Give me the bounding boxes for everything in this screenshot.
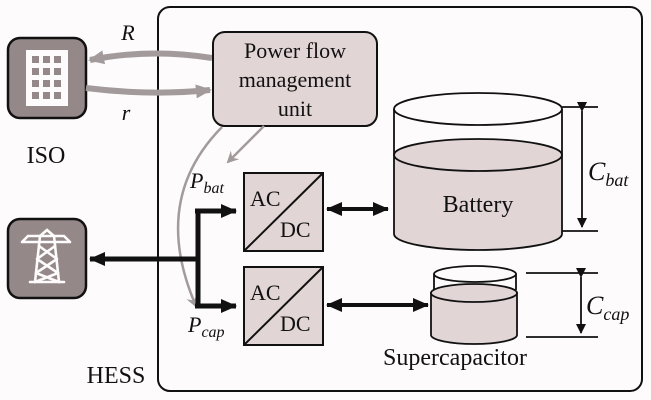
converter-1-top: AC — [250, 186, 281, 211]
battery-cylinder: Battery — [393, 92, 563, 251]
power-flow-management-unit: Power flow management unit — [212, 31, 378, 127]
battery-label: Battery — [443, 192, 514, 218]
pfmu-line-2: management — [239, 67, 351, 92]
p-bat-control-arrow — [226, 125, 265, 164]
pfmu-line-3: unit — [278, 96, 312, 121]
pfmu-line-1: Power flow — [244, 38, 346, 63]
p-cap-label: Pcap — [187, 312, 225, 341]
building-window — [32, 92, 39, 99]
supercapacitor-label: Supercapacitor — [383, 345, 527, 371]
building-window — [32, 68, 39, 75]
supercapacitor-capacity-label: Ccap — [586, 291, 629, 324]
building-window — [54, 80, 61, 87]
signal-R-arrow — [88, 50, 213, 65]
building-window — [54, 68, 61, 75]
building-window — [43, 92, 50, 99]
building-window — [43, 80, 50, 87]
supercapacitor-cylinder — [430, 265, 518, 345]
p-cap-control-arrow — [176, 126, 223, 308]
building-window — [54, 56, 61, 63]
supercapacitor-capacity-indicator — [526, 268, 598, 338]
battery-capacity-label: Cbat — [588, 157, 629, 190]
iso-node: ISO — [6, 36, 88, 169]
battery-capacity-indicator — [562, 102, 598, 232]
converter-supercapacitor: AC DC — [243, 266, 324, 346]
signal-R-label: R — [120, 20, 135, 45]
converter-1-bottom: DC — [280, 217, 311, 242]
p-bat-label: Pbat — [189, 168, 224, 197]
signal-r-arrow — [85, 84, 212, 99]
building-window — [43, 68, 50, 75]
building-icon — [26, 50, 68, 106]
signal-r-label: r — [122, 100, 131, 125]
iso-label: ISO — [27, 143, 66, 169]
hess-boundary — [157, 6, 643, 392]
hess-label: HESS — [87, 363, 146, 389]
building-window — [32, 56, 39, 63]
building-window — [43, 56, 50, 63]
converter-2-bottom: DC — [280, 311, 311, 336]
building-window — [54, 92, 61, 99]
power-bus — [89, 204, 237, 313]
converter-battery: AC DC — [243, 172, 324, 252]
transmission-tower-icon — [20, 228, 72, 284]
grid-node — [6, 217, 88, 300]
converter-2-top: AC — [250, 280, 281, 305]
building-window — [32, 80, 39, 87]
